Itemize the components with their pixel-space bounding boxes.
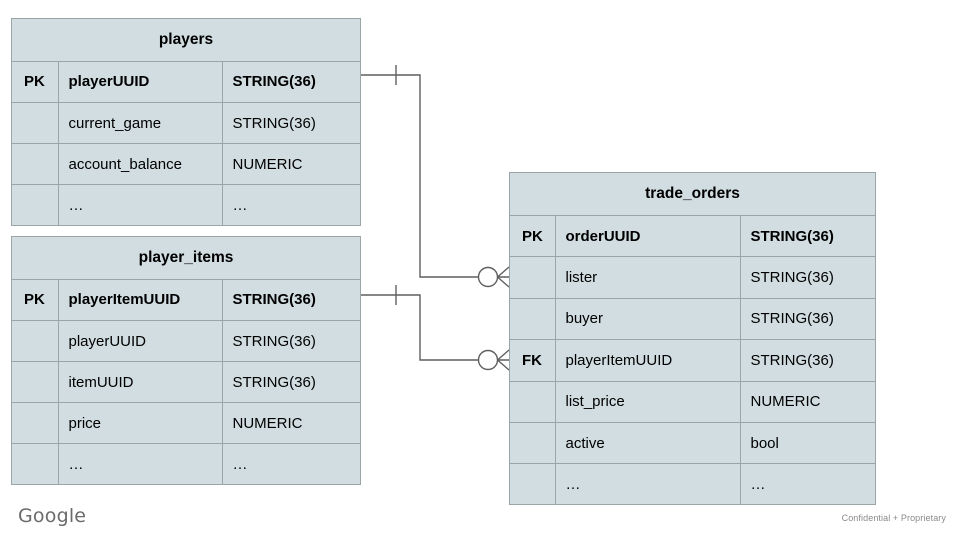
column-type: STRING(36) xyxy=(221,361,360,404)
column-key xyxy=(12,143,59,186)
column-key xyxy=(12,319,59,363)
column-type: … xyxy=(221,184,360,225)
column-key: PK xyxy=(12,278,59,321)
table-row[interactable]: price NUMERIC xyxy=(12,402,360,445)
entity-title: trade_orders xyxy=(510,173,875,217)
column-key xyxy=(510,463,556,504)
entity-players-table: players PK playerUUID STRING(36) current… xyxy=(12,19,360,225)
column-type: … xyxy=(739,463,875,504)
table-row[interactable]: PK playerItemUUID STRING(36) xyxy=(12,278,360,321)
column-type: STRING(36) xyxy=(221,102,360,145)
table-row[interactable]: … … xyxy=(510,463,875,504)
table-row[interactable]: PK playerUUID STRING(36) xyxy=(12,60,360,104)
column-name: playerUUID xyxy=(57,60,223,104)
entity-trade-orders[interactable]: trade_orders PK orderUUID STRING(36) lis… xyxy=(509,172,876,505)
entity-player-items-header: player_items xyxy=(12,237,360,280)
connector-line xyxy=(361,294,478,361)
column-type: STRING(36) xyxy=(739,256,875,299)
column-name: account_balance xyxy=(57,143,223,186)
column-type: … xyxy=(221,443,360,484)
table-row[interactable]: account_balance NUMERIC xyxy=(12,143,360,186)
table-row[interactable]: buyer STRING(36) xyxy=(510,297,875,341)
column-name: price xyxy=(57,402,223,445)
entity-players[interactable]: players PK playerUUID STRING(36) current… xyxy=(11,18,361,226)
column-name: active xyxy=(554,421,741,465)
column-key xyxy=(12,184,59,225)
table-row[interactable]: list_price NUMERIC xyxy=(510,380,875,423)
column-type: STRING(36) xyxy=(221,278,360,321)
entity-title: player_items xyxy=(12,237,360,280)
table-row[interactable]: itemUUID STRING(36) xyxy=(12,361,360,404)
column-type: NUMERIC xyxy=(739,380,875,423)
column-key xyxy=(510,421,556,465)
relationship-players-to-trade-orders xyxy=(361,65,510,288)
column-key xyxy=(12,402,59,445)
table-row[interactable]: playerUUID STRING(36) xyxy=(12,319,360,363)
column-name: current_game xyxy=(57,102,223,145)
relationship-player-items-to-trade-orders xyxy=(361,285,510,371)
column-type: bool xyxy=(739,421,875,465)
column-key xyxy=(12,443,59,484)
table-row[interactable]: FK playerItemUUID STRING(36) xyxy=(510,339,875,382)
column-key xyxy=(510,256,556,299)
cardinality-zero-circle-icon xyxy=(477,349,499,371)
column-key xyxy=(510,297,556,341)
column-key: PK xyxy=(12,60,59,104)
column-name: … xyxy=(57,443,223,484)
column-key xyxy=(12,102,59,145)
column-name: buyer xyxy=(554,297,741,341)
confidentiality-note: Confidential + Proprietary xyxy=(841,513,946,523)
column-name: playerItemUUID xyxy=(554,339,741,382)
table-row[interactable]: PK orderUUID STRING(36) xyxy=(510,215,875,258)
column-name: … xyxy=(554,463,741,504)
cardinality-zero-circle-icon xyxy=(477,266,499,288)
column-name: orderUUID xyxy=(554,215,741,258)
column-name: list_price xyxy=(554,380,741,423)
column-name: playerUUID xyxy=(57,319,223,363)
entity-title: players xyxy=(12,19,360,62)
table-row[interactable]: … … xyxy=(12,184,360,225)
entity-trade-orders-header: trade_orders xyxy=(510,173,875,217)
table-row[interactable]: active bool xyxy=(510,421,875,465)
column-name: playerItemUUID xyxy=(57,278,223,321)
entity-players-header: players xyxy=(12,19,360,62)
column-type: STRING(36) xyxy=(739,339,875,382)
table-row[interactable]: … … xyxy=(12,443,360,484)
column-type: STRING(36) xyxy=(739,215,875,258)
entity-player-items-table: player_items PK playerItemUUID STRING(36… xyxy=(12,237,360,484)
column-key xyxy=(12,361,59,404)
column-type: NUMERIC xyxy=(221,402,360,445)
google-logo: Google xyxy=(18,505,87,527)
column-type: STRING(36) xyxy=(221,60,360,104)
column-key: FK xyxy=(510,339,556,382)
entity-trade-orders-table: trade_orders PK orderUUID STRING(36) lis… xyxy=(510,173,875,504)
crows-foot-icon xyxy=(497,266,510,288)
connector-line xyxy=(361,74,478,278)
column-key: PK xyxy=(510,215,556,258)
column-type: NUMERIC xyxy=(221,143,360,186)
column-name: lister xyxy=(554,256,741,299)
column-type: STRING(36) xyxy=(221,319,360,363)
column-key xyxy=(510,380,556,423)
crows-foot-icon xyxy=(497,349,510,371)
column-name: … xyxy=(57,184,223,225)
column-type: STRING(36) xyxy=(739,297,875,341)
table-row[interactable]: lister STRING(36) xyxy=(510,256,875,299)
column-name: itemUUID xyxy=(57,361,223,404)
entity-player-items[interactable]: player_items PK playerItemUUID STRING(36… xyxy=(11,236,361,485)
table-row[interactable]: current_game STRING(36) xyxy=(12,102,360,145)
